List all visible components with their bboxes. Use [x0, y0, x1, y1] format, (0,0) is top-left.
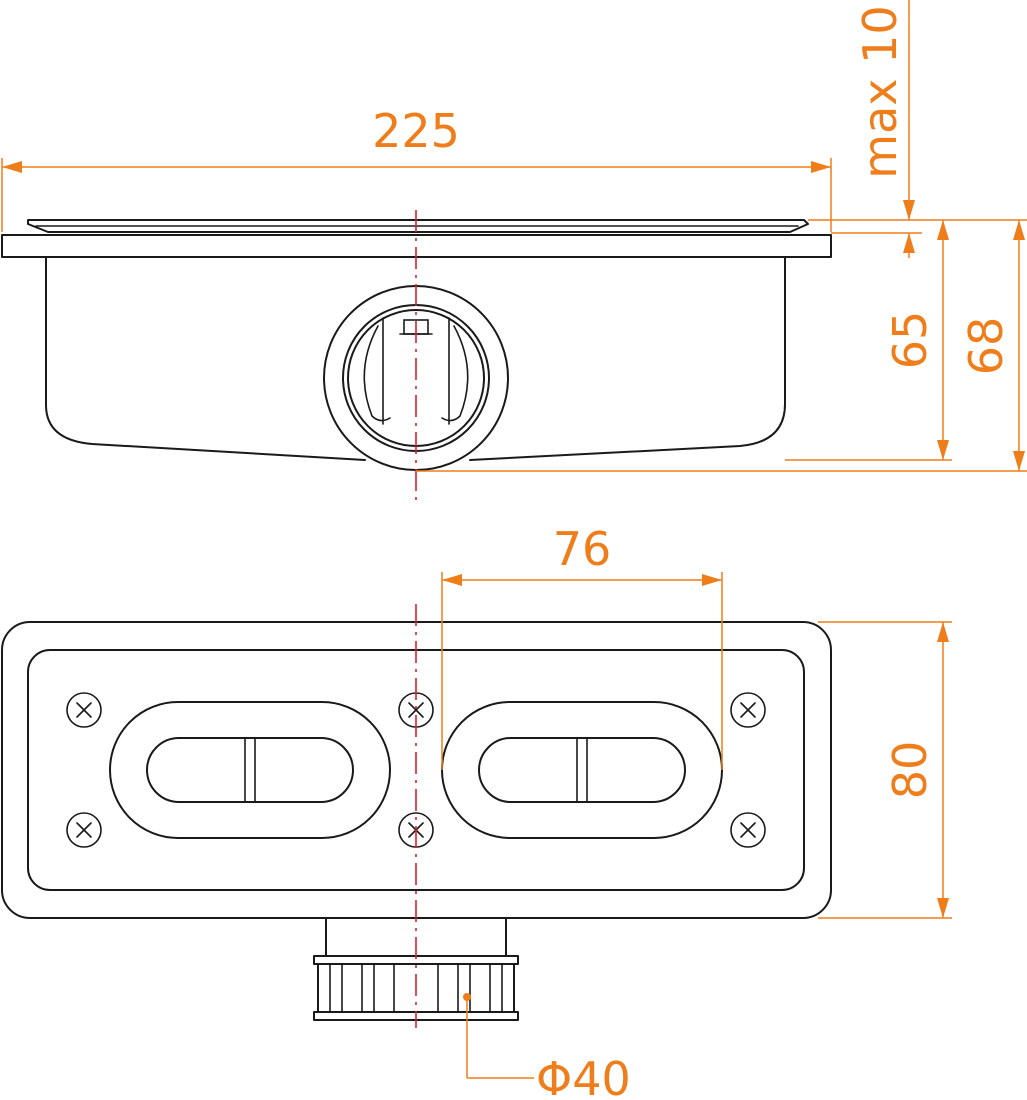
- left-outlet-slot: [146, 737, 354, 803]
- screw-top-right: [730, 692, 766, 728]
- left-outlet-rim: [109, 701, 391, 839]
- dim-total-depth: 68: [416, 220, 1027, 472]
- screw-bottom-left: [66, 812, 102, 848]
- side-view: [1, 210, 832, 500]
- dim-overall-width: 225: [1, 104, 832, 232]
- top-view: [1, 604, 832, 1028]
- dim-flange-width: 80: [818, 621, 952, 919]
- dim-outlet-spacing: 76: [441, 522, 723, 770]
- right-outlet-slot: [478, 737, 686, 803]
- screw-top-left: [66, 692, 102, 728]
- dim-max-adjust-label: max 10: [853, 5, 907, 178]
- screw-bottom-right: [730, 812, 766, 848]
- grate-plate: [27, 219, 809, 233]
- dim-outlet-spacing-label: 76: [553, 522, 612, 576]
- dim-body-depth-label: 65: [883, 311, 937, 370]
- dim-body-depth: 65: [785, 220, 952, 461]
- dim-outlet-diameter: Φ40: [463, 993, 631, 1100]
- dim-total-depth-label: 68: [959, 317, 1013, 376]
- outlet-ribs: [329, 963, 503, 1013]
- dim-flange-width-label: 80: [883, 741, 937, 800]
- dim-outlet-diameter-label: Φ40: [536, 1052, 631, 1100]
- dim-overall-width-label: 225: [372, 104, 460, 158]
- drain-body: [45, 256, 786, 461]
- dim-max-adjust: max 10: [808, 0, 1027, 258]
